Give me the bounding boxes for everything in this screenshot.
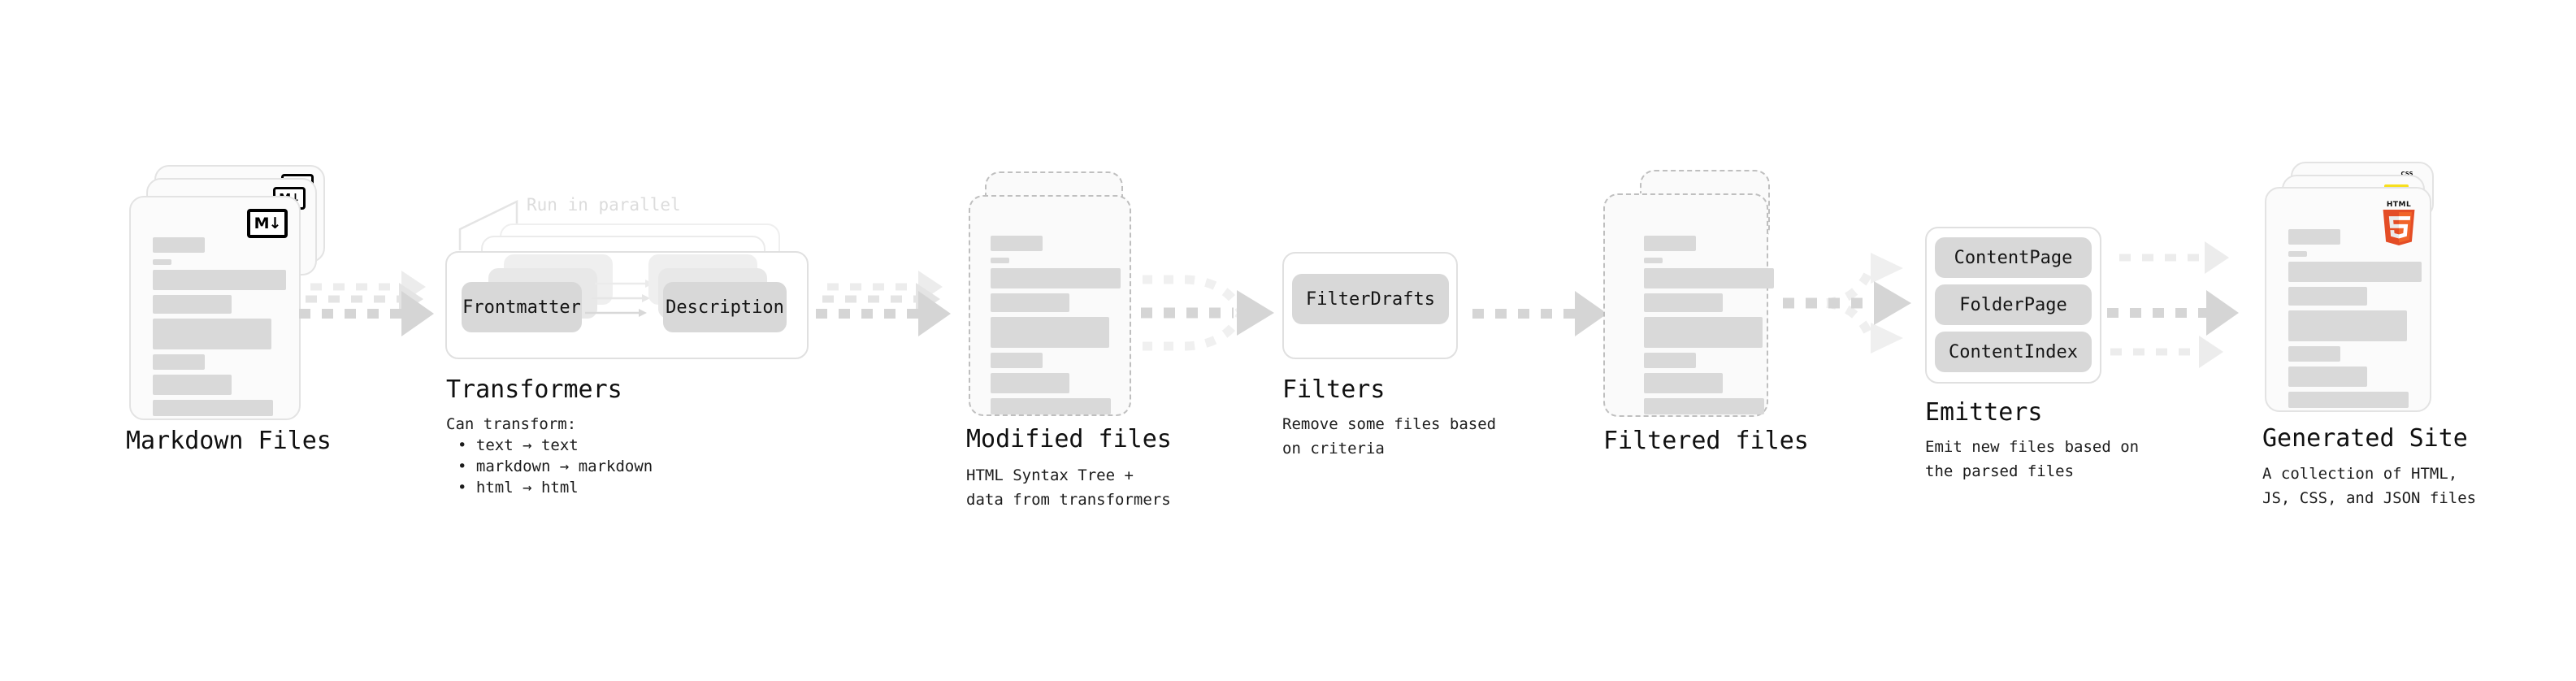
placeholder-row: [991, 317, 1109, 348]
placeholder-row: [991, 258, 1009, 263]
emitter-chip-folderpage[interactable]: FolderPage: [1935, 284, 2092, 325]
placeholder-row: [153, 375, 232, 395]
placeholder-row: [2288, 367, 2367, 387]
flow-arrow: [299, 291, 445, 336]
emitter-chip-contentpage[interactable]: ContentPage: [1935, 237, 2092, 278]
placeholder-row: [1644, 236, 1696, 251]
stage-title-emitters: Emitters: [1925, 398, 2043, 427]
filtered-file-card: [1603, 193, 1774, 417]
bullet-text: text → text: [475, 436, 579, 454]
emitters-description: Emit new files based on the parsed files: [1925, 438, 2140, 480]
placeholder-row: [2288, 229, 2340, 245]
placeholder-row: [1644, 398, 1764, 414]
placeholder-row: [153, 295, 232, 314]
transformer-inner-arrow: [585, 309, 647, 317]
transformers-description: Can transform:: [446, 415, 577, 433]
generated-file-card: HTML: [2265, 187, 2431, 412]
filter-chip-filterdrafts[interactable]: FilterDrafts: [1292, 274, 1449, 324]
modified-file-card: [969, 195, 1131, 416]
placeholder-row: [153, 319, 271, 349]
placeholder-row: [153, 237, 205, 253]
placeholder-row: [1644, 353, 1696, 368]
transformers-bullet: • html → html: [458, 479, 579, 497]
stage-title-markdown-files: Markdown Files: [126, 427, 332, 455]
filters-description: Remove some files based on criteria: [1282, 415, 1497, 458]
bullet-text: markdown → markdown: [475, 458, 653, 475]
emitter-chip-contentindex[interactable]: ContentIndex: [1935, 332, 2092, 372]
placeholder-row: [2288, 392, 2409, 408]
placeholder-row: [991, 353, 1043, 368]
flow-arrow: [2119, 241, 2241, 275]
placeholder-row: [1644, 268, 1774, 288]
flow-arrow: [1472, 291, 1619, 336]
placeholder-row: [991, 398, 1111, 414]
flow-arrow-diverge: [1783, 253, 1911, 354]
placeholder-row: [153, 400, 273, 416]
placeholder-row: [1644, 373, 1723, 393]
placeholder-row: [1644, 317, 1763, 348]
modified-files-description: HTML Syntax Tree + data from transformer…: [966, 466, 1171, 509]
flow-arrow-converge: [1141, 275, 1274, 351]
transformer-chip-frontmatter[interactable]: Frontmatter: [462, 282, 582, 332]
html5-icon-label: HTML: [2386, 201, 2412, 209]
placeholder-row: [153, 270, 286, 290]
placeholder-row: [991, 236, 1043, 251]
placeholder-row: [991, 268, 1121, 288]
html5-icon: HTML: [2381, 200, 2417, 245]
placeholder-row: [2288, 310, 2407, 341]
markdown-icon: M↓: [247, 209, 288, 238]
placeholder-row: [2288, 262, 2422, 282]
stage-title-filters: Filters: [1282, 375, 1386, 404]
placeholder-row: [2288, 287, 2367, 306]
transformer-chip-description[interactable]: Description: [663, 282, 787, 332]
placeholder-row: [991, 373, 1069, 393]
generated-site-description: A collection of HTML, JS, CSS, and JSON …: [2262, 465, 2477, 507]
transformer-inner-arrow: [592, 294, 650, 302]
flow-arrow: [816, 291, 962, 336]
transformers-bullet: • text → text: [458, 436, 579, 454]
placeholder-row: [1644, 258, 1663, 263]
run-in-parallel-label: Run in parallel: [527, 195, 681, 215]
stage-title-transformers: Transformers: [446, 375, 622, 404]
stage-title-filtered-files: Filtered files: [1603, 427, 1809, 455]
placeholder-row: [2288, 251, 2307, 257]
placeholder-row: [1644, 293, 1723, 312]
placeholder-row: [153, 259, 171, 265]
placeholder-row: [991, 293, 1069, 312]
stage-title-generated-site: Generated Site: [2262, 424, 2468, 453]
transformers-bullet: • markdown → markdown: [458, 458, 653, 475]
flow-arrow: [2110, 335, 2236, 369]
flow-arrow: [2107, 290, 2249, 336]
placeholder-row: [153, 354, 205, 370]
markdown-file-card: M↓: [129, 196, 301, 420]
stage-title-modified-files: Modified files: [966, 425, 1172, 453]
bullet-text: html → html: [475, 479, 579, 497]
placeholder-row: [2288, 346, 2340, 362]
